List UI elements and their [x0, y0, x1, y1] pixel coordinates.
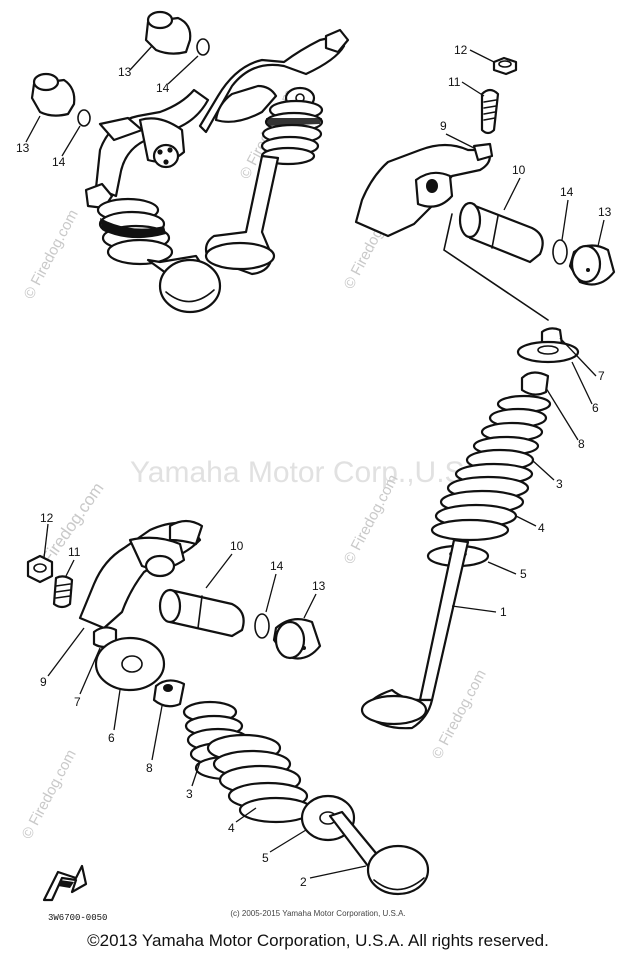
callout-13-lower: 13 — [16, 141, 30, 155]
spring-4-right — [430, 462, 534, 542]
callout-4-right: 4 — [538, 521, 545, 535]
callout-7-right: 7 — [598, 369, 605, 383]
watermark-site-5: © Firedog.com — [429, 667, 490, 762]
seal-8-lower — [152, 679, 186, 708]
spring-3-right — [465, 394, 552, 472]
watermark-site-2: © Firedog.com — [19, 747, 80, 842]
callout-9-top: 9 — [440, 119, 447, 133]
valve-front — [146, 254, 222, 314]
callout-14-lower: 14 — [52, 155, 66, 169]
callout-11-top: 11 — [448, 75, 461, 89]
rocker-arm-9-lower — [78, 519, 204, 630]
plug-13-top-right — [568, 244, 616, 286]
callout-14-top-right: 14 — [560, 185, 574, 199]
callout-10-lower: 10 — [230, 539, 244, 553]
callout-10-top: 10 — [512, 163, 526, 177]
valve-rear — [204, 154, 280, 276]
oring-14-upper — [196, 38, 210, 56]
callout-3-right: 3 — [556, 477, 563, 491]
seal-8-right — [520, 371, 550, 396]
spring-4-lower — [206, 733, 314, 824]
callout-8-right: 8 — [578, 437, 585, 451]
retainer-6-right — [516, 340, 580, 364]
callout-2-lower: 2 — [300, 875, 307, 889]
callout-14-upper: 14 — [156, 81, 170, 95]
callout-12-top: 12 — [454, 43, 468, 57]
callout-7-lower: 7 — [74, 695, 81, 709]
adjuster-11-top — [480, 88, 500, 135]
callout-11-lower: 11 — [68, 545, 81, 559]
rocker-shaft-10-top — [458, 201, 544, 264]
locknut-12-top — [492, 56, 518, 76]
callout-5-right: 5 — [520, 567, 527, 581]
callout-3-lower: 3 — [186, 787, 193, 801]
front-arrow-icon — [42, 864, 88, 902]
watermark-site-1: © Firedog.com — [21, 207, 82, 302]
callout-13-lower-left: 13 — [312, 579, 326, 593]
retainer-6-lower — [94, 636, 166, 692]
valve-2-lower — [328, 810, 430, 896]
callout-6-lower: 6 — [108, 731, 115, 745]
callout-5-lower: 5 — [262, 851, 269, 865]
locknut-12-lower — [26, 554, 54, 584]
callout-4-lower: 4 — [228, 821, 235, 835]
callout-12-lower: 12 — [40, 511, 54, 525]
rocker-arm-9-top — [354, 142, 494, 238]
oring-14-top-right — [552, 239, 568, 265]
oring-14-lower-left — [254, 613, 270, 639]
plug-13-lower-left — [272, 617, 322, 660]
small-copyright: (c) 2005-2015 Yamaha Motor Corporation, … — [230, 909, 406, 918]
right-valve-stack: 7 6 8 3 4 5 1 — [360, 327, 605, 730]
callout-13-top-right: 13 — [598, 205, 612, 219]
copyright-notice: ©2013 Yamaha Motor Corporation, U.S.A. A… — [87, 931, 549, 950]
watermark-center: Yamaha Motor Corp.,U.S.A. — [130, 456, 501, 489]
oring-14-lower — [77, 109, 91, 127]
valve-spring-front — [96, 197, 174, 266]
plug-13-upper — [144, 10, 192, 55]
top-right-rocker-exploded: 12 11 9 10 14 13 — [354, 43, 616, 321]
callout-14-lower-left: 14 — [270, 559, 284, 573]
callout-1-right: 1 — [500, 605, 507, 619]
callout-9-lower: 9 — [40, 675, 47, 689]
plug-13-lower — [30, 72, 76, 117]
top-left-assembly: 13 14 13 14 — [16, 10, 350, 314]
valve-1-right — [360, 538, 470, 730]
callout-6-right: 6 — [592, 401, 599, 415]
adjuster-11-lower — [52, 575, 74, 609]
callout-8-lower: 8 — [146, 761, 153, 775]
rocker-arm-front — [84, 88, 210, 210]
lower-left-assembly: 12 11 10 14 13 9 7 6 8 3 4 5 2 — [26, 511, 430, 902]
callout-13-upper: 13 — [118, 65, 132, 79]
valve-spring-rear — [260, 99, 324, 166]
rocker-shaft-10-lower — [158, 588, 245, 638]
drawing-code: 3W6700-0050 — [48, 913, 108, 923]
